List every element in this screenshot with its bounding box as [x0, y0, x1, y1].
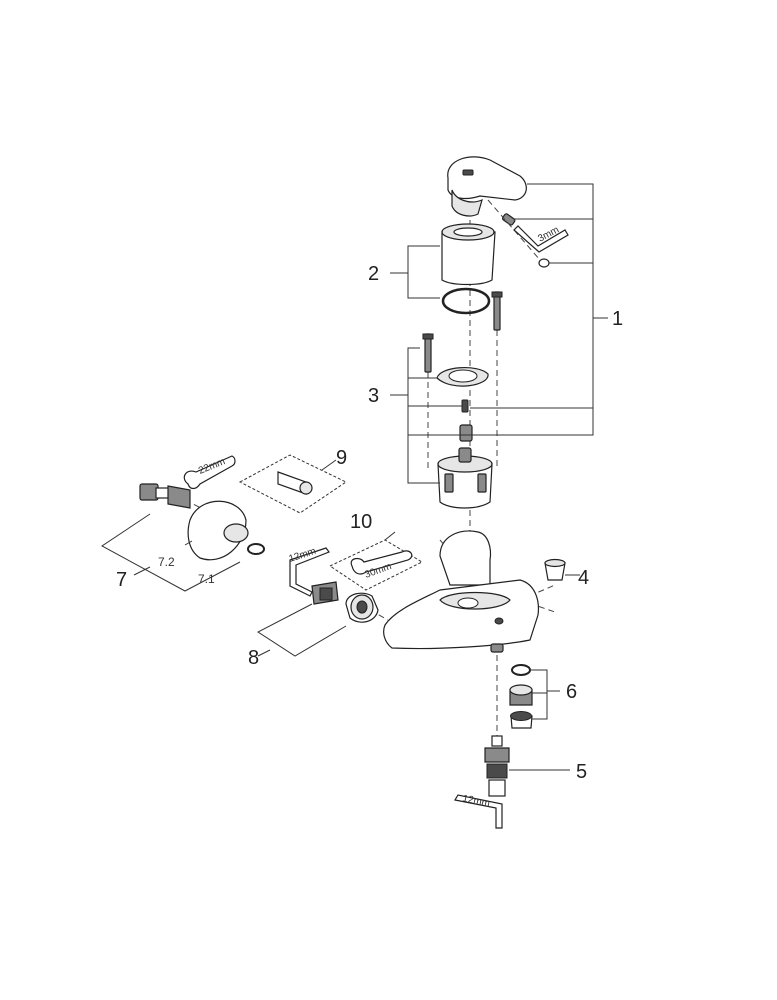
aerator-insert — [510, 711, 533, 729]
assembly-axis-lines — [184, 210, 556, 740]
callout-8: 8 — [248, 647, 259, 669]
union-adapter — [311, 581, 339, 605]
callout-10: 10 — [350, 511, 372, 533]
diverter-cartridge — [484, 735, 510, 797]
lever-handle — [447, 156, 527, 217]
escutcheon-sleeve — [441, 223, 496, 286]
callout-7-1: 7.1 — [198, 572, 215, 586]
aerator-nut — [509, 684, 533, 706]
leader-lines — [101, 183, 608, 771]
tool-9-box — [238, 454, 348, 514]
callout-6: 6 — [566, 681, 577, 703]
tool-label-12mm-bottom: 12mm — [461, 793, 490, 810]
callout-2: 2 — [368, 263, 379, 285]
spindle-extension — [459, 424, 473, 442]
cover-cap-small — [538, 258, 550, 268]
plug-cap — [544, 558, 566, 581]
spanner-22mm-icon — [183, 455, 236, 490]
hex-key-12mm-bottom-icon — [454, 794, 503, 829]
callout-7-2: 7.2 — [158, 555, 175, 569]
cartridge — [437, 447, 493, 509]
o-ring — [441, 287, 491, 315]
wall-flange — [187, 500, 249, 561]
s-union — [139, 483, 191, 509]
clamping-ring — [436, 367, 489, 387]
callout-7: 7 — [116, 569, 127, 591]
callout-1: 1 — [612, 308, 623, 330]
aerator-washer — [511, 664, 531, 676]
flange-washer — [247, 543, 265, 555]
callout-5: 5 — [576, 761, 587, 783]
union-nut — [345, 592, 379, 623]
callout-3: 3 — [368, 385, 379, 407]
tool-10-box — [328, 539, 424, 591]
grub-screw — [501, 213, 516, 226]
hex-key-3mm-icon — [513, 225, 569, 253]
mixer-body — [383, 530, 540, 653]
callout-4: 4 — [578, 567, 589, 589]
small-screw — [461, 399, 469, 413]
fixing-screw-left — [422, 333, 434, 373]
callout-9: 9 — [336, 447, 347, 469]
hex-key-12mm-left-icon — [289, 547, 330, 597]
fixing-screw-right — [491, 291, 503, 331]
